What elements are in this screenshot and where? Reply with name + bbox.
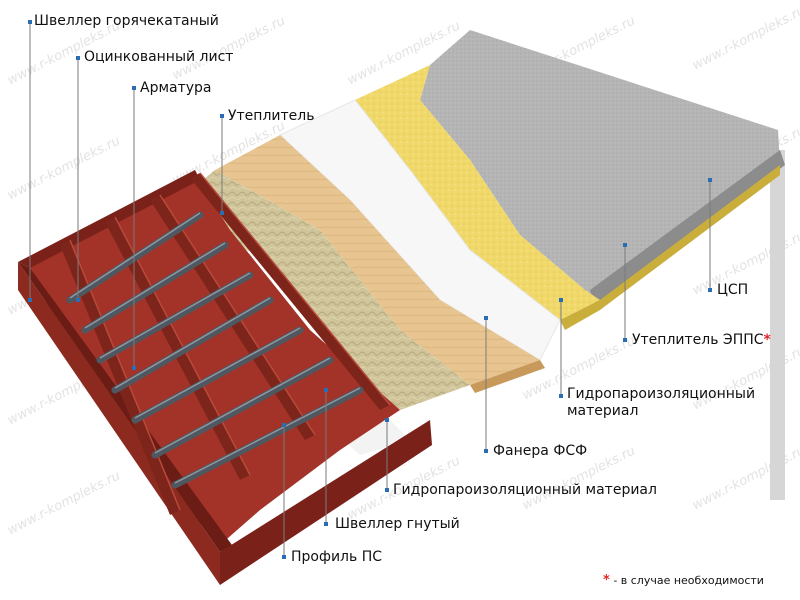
label-csp: ЦСП [717, 282, 748, 299]
leader-insulation-dot [220, 211, 224, 215]
leader-plywood-dot [484, 316, 488, 320]
label-vapor-barrier-bottom: Гидропароизоляционный материал [393, 482, 657, 499]
footnote-text: - в случае необходимости [613, 574, 764, 587]
footnote-asterisk: * [603, 573, 610, 588]
label-hot-rolled-channel: Швеллер горячекатаный [34, 13, 219, 30]
label-profile-ps: Профиль ПС [291, 549, 382, 566]
leader-vapor-barrier-right-dot [559, 298, 563, 302]
leader-vapor-barrier-bottom-dot [385, 488, 389, 492]
label-plywood: Фанера ФСФ [493, 443, 587, 460]
label-vapor-barrier-right: Гидропароизоляционный материал [567, 386, 797, 420]
leader-bent-channel-dot [324, 522, 328, 526]
leader-plywood-dot [484, 449, 488, 453]
label-xps-asterisk: * [764, 332, 771, 348]
leader-hot-rolled-channel-dot [28, 298, 32, 302]
leader-bent-channel-dot [324, 388, 328, 392]
label-insulation: Утеплитель [228, 108, 314, 125]
leader-xps-insulation-dot [623, 338, 627, 342]
leader-profile-ps-dot [282, 555, 286, 559]
label-xps-insulation-text: Утеплитель ЭППС [632, 332, 764, 348]
label-galvanized-sheet: Оцинкованный лист [84, 49, 233, 66]
leader-galvanized-sheet-dot [76, 298, 80, 302]
label-bent-channel: Швеллер гнутый [335, 516, 460, 533]
leader-rebar-dot [132, 366, 136, 370]
leader-profile-ps-dot [282, 423, 286, 427]
leader-xps-insulation-dot [623, 243, 627, 247]
leader-csp-dot [708, 178, 712, 182]
leader-rebar-dot [132, 86, 136, 90]
leader-vapor-barrier-right-dot [559, 394, 563, 398]
leader-vapor-barrier-bottom-dot [385, 418, 389, 422]
leader-hot-rolled-channel-dot [28, 20, 32, 24]
board-edge-side [770, 150, 785, 500]
leader-insulation-dot [220, 114, 224, 118]
label-xps-insulation: Утеплитель ЭППС* [632, 332, 771, 349]
label-rebar: Арматура [140, 80, 212, 97]
footnote: * - в случае необходимости [603, 573, 764, 588]
leader-csp-dot [708, 288, 712, 292]
leader-galvanized-sheet-dot [76, 56, 80, 60]
